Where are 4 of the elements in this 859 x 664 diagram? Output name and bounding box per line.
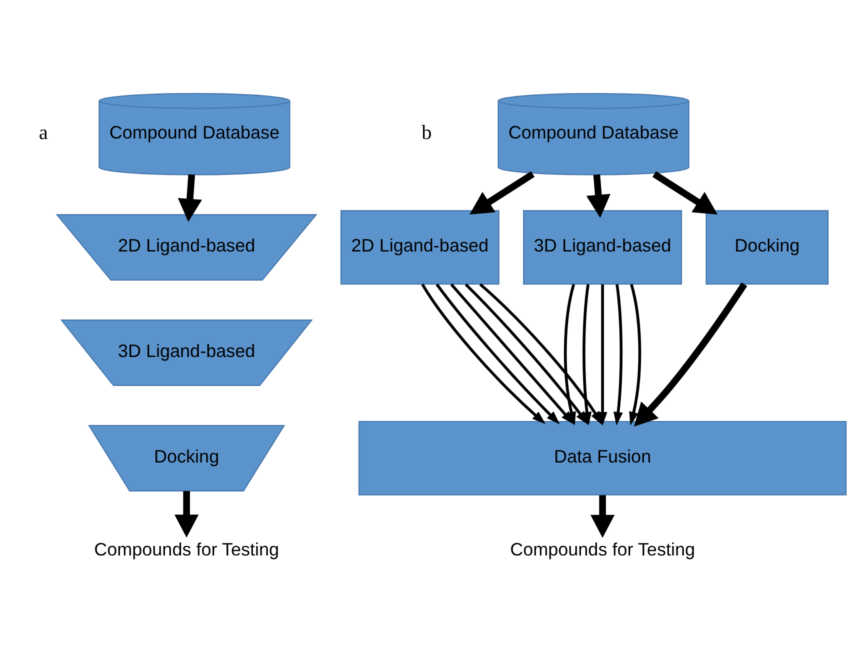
label: b bbox=[422, 122, 432, 144]
label: a bbox=[38, 122, 48, 144]
node-text: Compounds for Testing bbox=[510, 538, 696, 559]
node-text: Compounds for Testing bbox=[94, 538, 280, 559]
